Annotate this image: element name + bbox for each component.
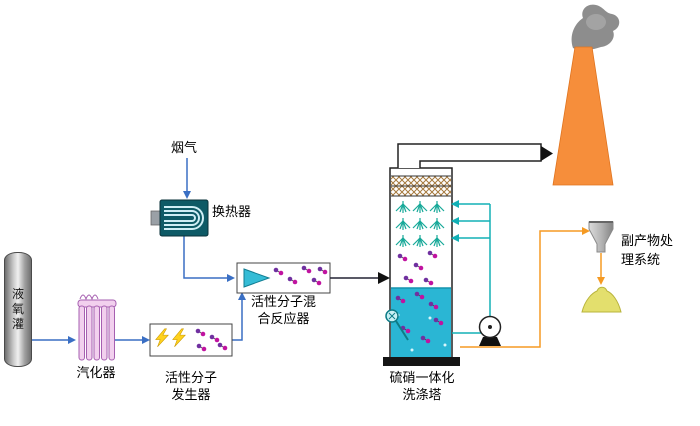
tower-label: 硫硝一体化 洗涤塔 [378,369,466,403]
tower-label-line2: 洗涤塔 [402,387,442,402]
smoke-plume [571,4,620,51]
scrubbing-tower [383,143,553,366]
byproduct-label-line2: 理系统 [621,252,661,267]
reactor-label-line2: 合反应器 [257,311,310,326]
reactor-label-line1: 活性分子混 [250,294,316,309]
tower-base [383,357,460,366]
byproduct-line [460,227,605,348]
generator-label-line1: 活性分子 [164,370,217,385]
circulation-pump [478,315,502,346]
chimney [552,46,614,186]
active-molecule-generator [149,323,233,357]
heat-exchanger-label: 换热器 [212,204,252,219]
tank-label: 液氧灌 [10,287,25,332]
byproduct-pile [581,286,622,313]
reactor-label: 活性分子混 合反应器 [237,293,330,327]
oxygen-feed-line [30,292,246,344]
duct-arrow [541,146,553,161]
flue-gas-line [183,158,235,282]
nozzle-icon [243,268,271,288]
byproduct-label: 副产物处 理系统 [621,231,673,269]
recirculation-lines [451,200,491,334]
heat-exchanger [150,199,209,237]
vaporizer [77,294,117,361]
flue-gas-label: 烟气 [170,140,197,155]
outlet-duct [397,143,542,168]
reactor-to-tower-line [330,272,390,284]
byproduct-label-line1: 副产物处 [621,233,674,248]
generator-label-line2: 发生器 [171,387,211,402]
mixing-reactor [236,262,331,294]
byproduct-hopper [588,221,614,253]
liquid-oxygen-tank: 液氧灌 [4,252,32,367]
vaporizer-label: 汽化器 [76,365,116,380]
generator-label: 活性分子 发生器 [150,369,232,403]
sparger-icon [385,309,409,341]
lightning-icon [172,328,186,347]
tower-label-line1: 硫硝一体化 [389,370,455,385]
spray-nozzles [395,200,445,248]
lightning-icon [155,328,169,347]
